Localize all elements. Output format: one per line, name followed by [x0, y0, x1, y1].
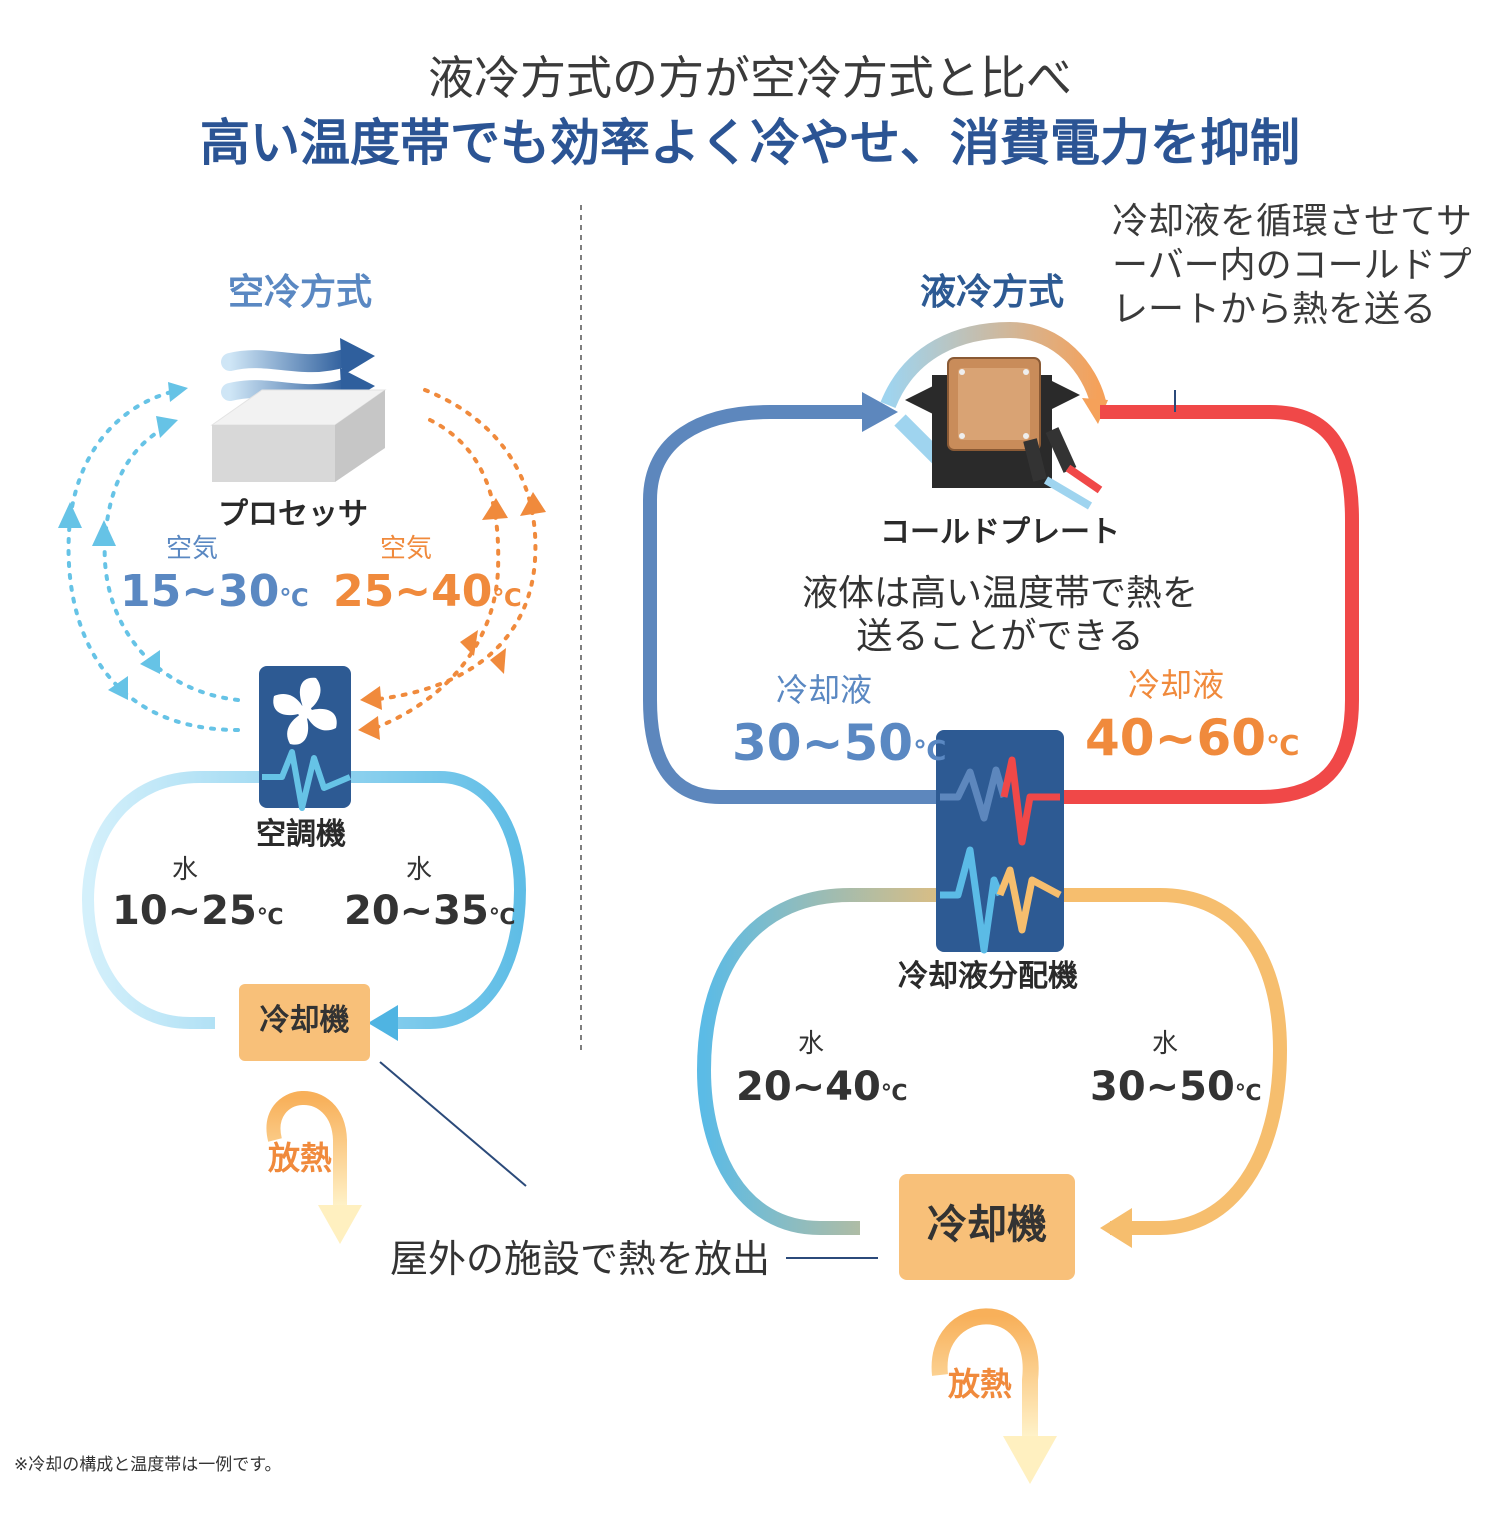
title-line-2: 高い温度帯でも効率よく冷やせ、消費電力を抑制 — [200, 114, 1300, 172]
title-line-1: 液冷方式の方が空冷方式と比べ — [428, 51, 1072, 105]
heat-release-arrow-left — [266, 1091, 347, 1210]
water-arrow-right — [1100, 1208, 1132, 1248]
liquid-center-note: 液体は高い温度帯で熱を送ることができる — [801, 573, 1198, 658]
processor-label: プロセッサ — [218, 497, 368, 532]
water-arrow-left — [368, 1005, 398, 1041]
coolant-return-temp: 40~60℃ — [1085, 709, 1300, 767]
air-loop-warm — [368, 388, 538, 732]
air-out-temp: 25~40℃ — [333, 566, 522, 617]
water-return-temp-right: 30~50℃ — [1090, 1064, 1262, 1110]
chiller-label-left: 冷却機 — [259, 1003, 350, 1038]
coolant-loop-hot — [1030, 405, 1359, 804]
heat-release-head-left — [318, 1205, 362, 1244]
cold-plate-label: コールドプレート — [880, 515, 1120, 550]
water-supply-medium-right: 水 — [798, 1029, 825, 1059]
processor-block-icon — [210, 389, 387, 482]
air-loop-cool — [66, 388, 240, 732]
water-supply-temp-right: 20~40℃ — [736, 1064, 908, 1110]
leader-line-left — [379, 1061, 527, 1187]
chiller-box-right — [899, 1174, 1075, 1280]
chiller-label-right: 冷却機 — [927, 1202, 1047, 1248]
heat-release-label-left: 放熱 — [268, 1139, 333, 1177]
water-return-temp-left: 20~35℃ — [344, 888, 516, 934]
footnote: ※冷却の構成と温度帯は一例です。 — [14, 1455, 282, 1475]
air-arrowheads-cool — [58, 382, 188, 700]
air-in-temp: 15~30℃ — [120, 566, 309, 617]
heat-exchange-zigzag-left — [262, 749, 352, 811]
heat-release-arrow-right — [931, 1308, 1039, 1440]
water-supply-medium-left: 水 — [172, 855, 199, 885]
fan-icon — [273, 677, 337, 745]
chiller-box-left — [239, 984, 370, 1061]
air-conditioner-label: 空調機 — [256, 817, 346, 852]
outdoor-release-label: 屋外の施設で熱を放出 — [390, 1237, 771, 1281]
coolant-loop-cool — [643, 405, 960, 804]
water-return-medium-left: 水 — [406, 855, 433, 885]
coolant-return-medium: 冷却液 — [1128, 666, 1225, 704]
water-return-medium-right: 水 — [1152, 1029, 1179, 1059]
water-supply-temp-left: 10~25℃ — [112, 888, 284, 934]
air-arrowheads-warm — [358, 492, 546, 740]
air-out-medium: 空気 — [380, 534, 433, 564]
cdu-label: 冷却液分配機 — [898, 959, 1078, 994]
heat-release-head-right — [1003, 1436, 1057, 1484]
coolant-top-arc — [880, 321, 1106, 409]
cold-plate-icon — [894, 357, 1103, 510]
liquid-cooling-method-label: 液冷方式 — [920, 272, 1065, 313]
coolant-supply-temp: 30~50℃ — [732, 714, 947, 772]
liquid-cooling-note: 冷却液を循環させてサーバー内のコールドプレートから熱を送る — [1112, 201, 1473, 330]
heat-release-label-right: 放熱 — [948, 1365, 1013, 1403]
water-loop-left — [81, 771, 527, 1029]
cdu-box — [936, 730, 1064, 952]
air-cooling-method-label: 空冷方式 — [228, 272, 373, 313]
coolant-supply-medium: 冷却液 — [776, 671, 873, 709]
air-in-medium: 空気 — [166, 534, 219, 564]
